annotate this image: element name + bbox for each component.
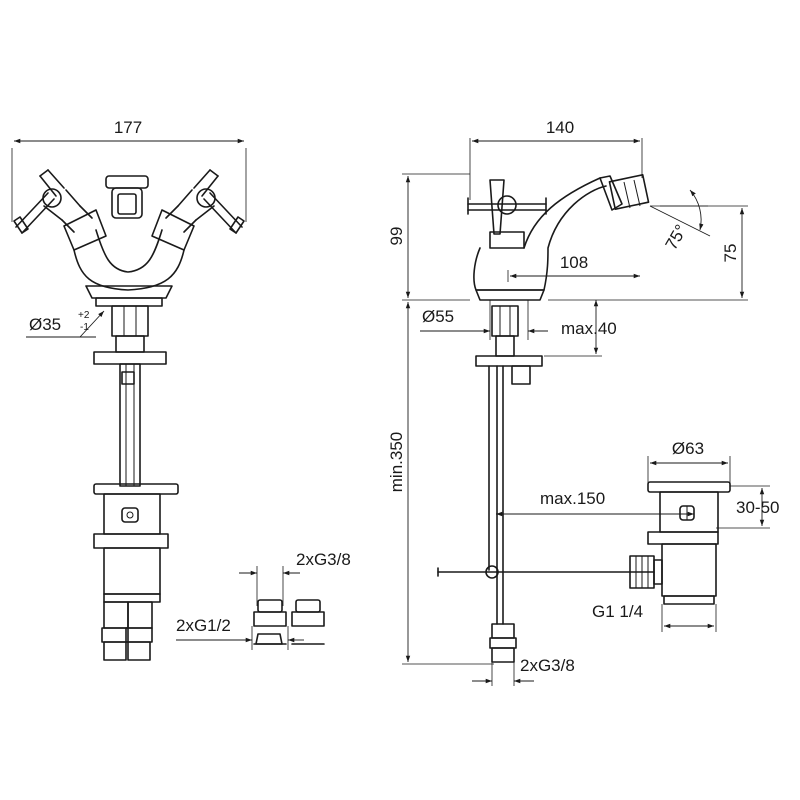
label-drain-thread: G1 1/4 — [592, 602, 643, 621]
front-view: 177 — [11, 118, 247, 661]
front-connectors — [101, 601, 153, 661]
adapter-detail: 2xG3/8 2xG1/2 — [176, 550, 351, 650]
label-min-height: min.350 — [387, 432, 406, 492]
dimension-hole-front: Ø35 +2 -1 — [26, 310, 105, 338]
side-shank — [437, 305, 655, 663]
label-spout-height: 75 — [721, 244, 740, 263]
right-cross-handle — [151, 169, 245, 251]
dimension-spout-reach: 108 — [507, 253, 640, 282]
label-hole-tol-plus: +2 — [78, 310, 90, 321]
dimension-drain-adjust: 30-50 — [716, 485, 779, 529]
dimension-width-side: 140 — [469, 118, 643, 200]
label-width-front: 177 — [114, 118, 142, 137]
label-hole-tol-minus: -1 — [80, 322, 89, 333]
label-hole-diameter: Ø35 — [29, 315, 61, 334]
label-adapter-top: 2xG3/8 — [296, 550, 351, 569]
label-drain-diameter: Ø63 — [672, 439, 704, 458]
front-drain — [93, 483, 179, 603]
side-body — [473, 173, 650, 301]
left-cross-handle — [13, 169, 107, 251]
label-spray-angle: 75° — [662, 221, 691, 253]
dimension-width-front: 177 — [11, 118, 247, 222]
dimension-inlet-side: 2xG3/8 — [472, 656, 575, 686]
dimension-drain-thread: G1 1/4 — [592, 602, 717, 632]
label-rod-reach: max.150 — [540, 489, 605, 508]
label-adapter-bottom: 2xG1/2 — [176, 616, 231, 635]
dimension-height-body: 99 — [387, 173, 470, 301]
dimension-base-side: Ø55 max.40 — [420, 300, 617, 357]
front-shank — [93, 305, 167, 487]
side-view: 140 99 75 108 75° — [387, 118, 779, 686]
front-body — [73, 229, 185, 307]
label-width-side: 140 — [546, 118, 574, 137]
dimension-drain-diameter: Ø63 — [647, 439, 731, 484]
label-inlet-side: 2xG3/8 — [520, 656, 575, 675]
dimension-rod-reach: max.150 — [496, 489, 694, 517]
dimension-spray-angle: 75° — [649, 189, 711, 253]
dimension-min-height: min.350 — [387, 302, 494, 665]
label-deck-thickness: max.40 — [561, 319, 617, 338]
label-height-body: 99 — [387, 227, 406, 246]
side-drain — [629, 481, 731, 605]
label-drain-adjust: 30-50 — [736, 498, 779, 517]
side-cross-handle — [467, 179, 547, 249]
label-spout-reach: 108 — [560, 253, 588, 272]
label-base-diameter: Ø55 — [422, 307, 454, 326]
front-spout — [105, 175, 149, 219]
